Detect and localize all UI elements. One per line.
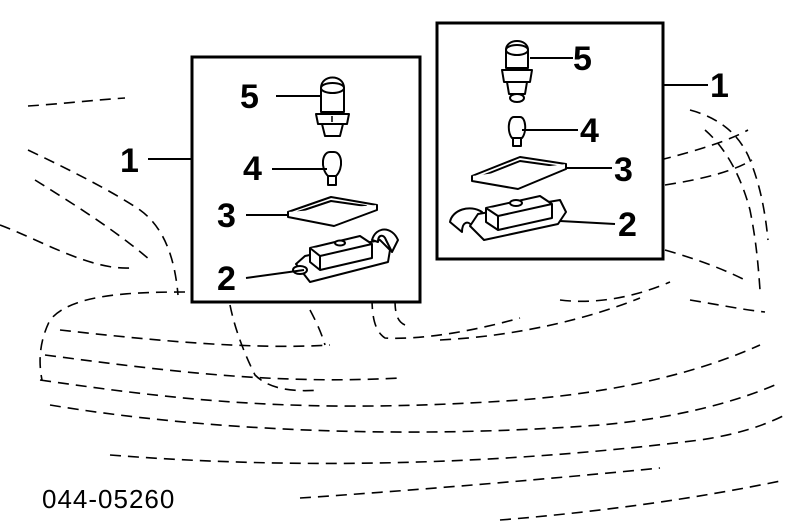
right-callout-1: 1: [710, 67, 729, 105]
right-bulb-socket: [501, 40, 533, 103]
left-callout-3: 3: [217, 197, 236, 235]
left-callout-2: 2: [217, 260, 236, 298]
right-callout-4: 4: [580, 112, 599, 150]
vehicle-body-outline: [0, 97, 786, 521]
left-housing: [292, 228, 399, 283]
left-callout-1: 1: [120, 142, 139, 180]
left-bulb: [322, 151, 342, 186]
right-assembly-panel: 5 4 3 2 1: [435, 21, 729, 261]
left-leader-2: [245, 269, 305, 279]
right-callout-5: 5: [573, 40, 592, 78]
left-lens: [287, 196, 378, 227]
left-callout-4: 4: [243, 150, 262, 188]
right-bulb: [507, 116, 527, 147]
left-bulb-socket: [315, 76, 350, 137]
left-callout-5: 5: [240, 78, 259, 116]
left-assembly-panel: 5 4 3 2 1: [120, 55, 422, 304]
right-callout-3: 3: [614, 151, 633, 189]
right-lens: [471, 156, 567, 190]
right-callout-2: 2: [618, 206, 637, 244]
diagram-part-number: 044-05260: [42, 484, 175, 514]
right-housing: [449, 195, 567, 241]
right-leader-2: [559, 220, 616, 225]
